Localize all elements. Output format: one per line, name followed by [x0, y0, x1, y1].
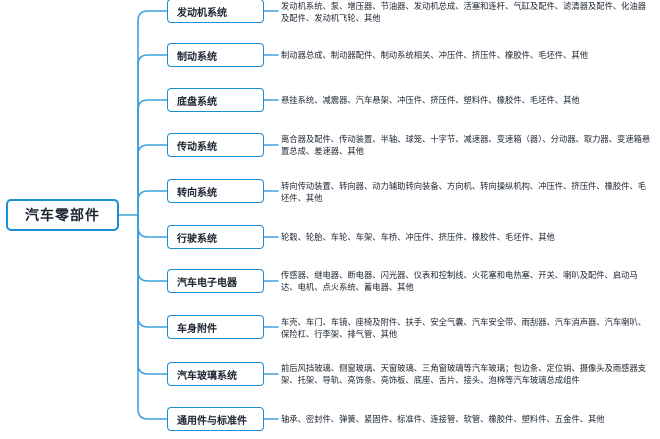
category-label: 发动机系统: [177, 7, 227, 19]
category-running-system: 行驶系统: [167, 225, 264, 249]
category-transmission-system: 传动系统: [167, 133, 264, 157]
category-label: 汽车玻璃系统: [177, 370, 237, 382]
details-engine-system: 发动机系统、泵、增压器、节油器、发动机总成、活塞和连杆、气缸及配件、滤清器及配件…: [281, 1, 647, 23]
category-electronics: 汽车电子电器: [167, 269, 264, 293]
branch-connector: [137, 10, 168, 216]
category-standard-parts: 通用件与标准件: [167, 407, 264, 431]
category-engine-system: 发动机系统: [167, 0, 264, 23]
category-body-accessories: 车身附件: [167, 315, 264, 339]
details-body-accessories: 车壳、车门、车镜、座椅及附件、扶手、安全气囊、汽车安全带、雨刮器、汽车消声器、汽…: [281, 317, 647, 339]
category-glass-system: 汽车玻璃系统: [167, 362, 264, 386]
root-label: 汽车零部件: [25, 208, 100, 224]
category-label: 制动系统: [177, 51, 217, 63]
branch-connector: [137, 99, 168, 216]
branch-connector: [137, 214, 168, 238]
details-transmission-system: 离合器及配件、传动装置、半轴、球笼、十字节、减速器、变速箱（器）、分动器、取力器…: [281, 134, 651, 156]
details-chassis-system: 悬挂系统、减震器、汽车悬架、冲压件、挤压件、塑料件、橡胶件、毛坯件、其他: [281, 95, 580, 105]
category-brake-system: 制动系统: [167, 43, 264, 67]
category-label: 通用件与标准件: [177, 415, 247, 427]
details-standard-parts: 轴承、密封件、弹簧、紧固件、标准件、连接管、软管、橡胶件、塑料件、五金件、其他: [281, 414, 605, 424]
category-chassis-system: 底盘系统: [167, 88, 264, 112]
category-label: 底盘系统: [177, 96, 217, 108]
root-node: 汽车零部件: [6, 199, 119, 231]
branch-connector: [137, 190, 168, 216]
category-label: 车身附件: [177, 323, 217, 335]
details-brake-system: 制动器总成、制动器配件、制动系统相关、冲压件、挤压件、橡胶件、毛坯件、其他: [281, 50, 588, 60]
details-glass-system: 前后风挡玻璃、侧窗玻璃、天窗玻璃、三角窗玻璃等汽车玻璃；包边条、定位销、摄像头及…: [281, 363, 647, 385]
branch-connector: [137, 214, 168, 375]
branch-connector: [137, 214, 168, 420]
branch-connector: [137, 214, 168, 328]
category-label: 传动系统: [177, 141, 217, 153]
details-steering-system: 转向传动装置、转向器、动力辅助转向装备、方向机、转向操纵机构、冲压件、挤压件、橡…: [281, 181, 647, 203]
category-label: 转向系统: [177, 187, 217, 199]
branch-connector: [137, 54, 168, 216]
details-electronics: 传感器、继电器、断电器、闪光器、仪表和控制线、火花塞和电热塞、开关、喇叭及配件、…: [281, 270, 638, 292]
category-steering-system: 转向系统: [167, 179, 264, 203]
details-running-system: 轮毂、轮胎、车轮、车架、车桥、冲压件、挤压件、橡胶件、毛坯件、其他: [281, 232, 555, 242]
category-label: 行驶系统: [177, 233, 217, 245]
branch-connector: [137, 144, 168, 216]
branch-connector: [137, 214, 168, 282]
category-label: 汽车电子电器: [177, 277, 237, 289]
